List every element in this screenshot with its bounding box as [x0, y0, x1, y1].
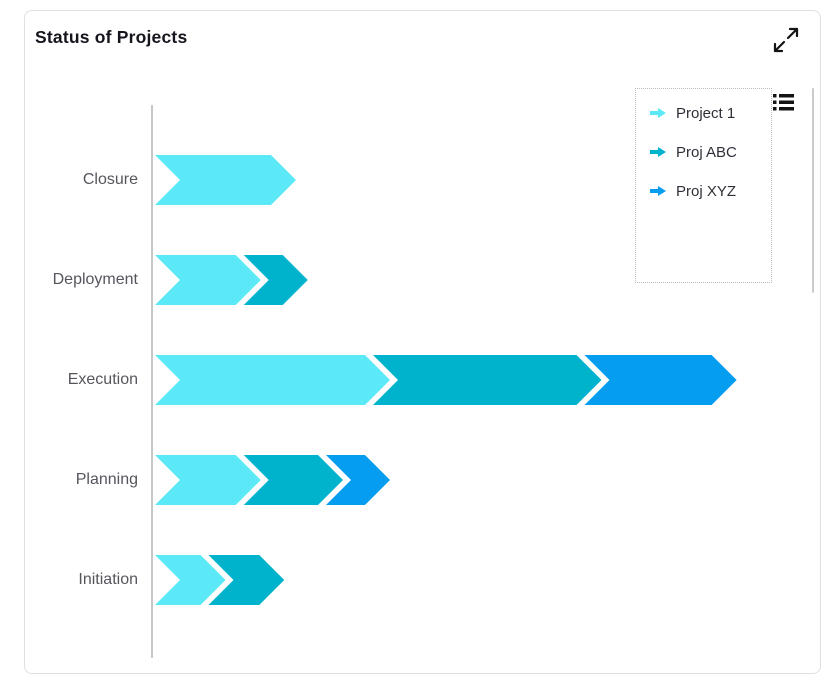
bar-segment[interactable] [208, 555, 285, 605]
bar-segment[interactable] [155, 255, 261, 305]
arrow-right-icon [650, 147, 666, 157]
legend-item[interactable]: Project 1 [650, 102, 771, 126]
list-icon[interactable] [773, 93, 795, 113]
category-label: Closure [82, 171, 138, 188]
legend-item-label: Proj ABC [676, 144, 737, 161]
bar-segment[interactable] [155, 555, 226, 605]
bar-segment[interactable] [584, 355, 737, 405]
bar-segment[interactable] [155, 355, 390, 405]
arrow-right-icon [650, 186, 666, 196]
bar-segment[interactable] [155, 155, 296, 205]
scrollbar-thumb[interactable] [812, 88, 814, 293]
bar-segment[interactable] [243, 255, 308, 305]
bar-segment[interactable] [373, 355, 602, 405]
legend-item-label: Proj XYZ [676, 183, 737, 200]
expand-icon[interactable] [770, 24, 802, 56]
bar-segment[interactable] [155, 455, 261, 505]
category-label: Planning [75, 471, 138, 488]
category-label: Deployment [52, 271, 138, 288]
legend-item[interactable]: Proj ABC [650, 141, 771, 165]
legend: Project 1 Proj ABC Proj XYZ [635, 88, 772, 283]
bar-segment[interactable] [243, 455, 343, 505]
chart-title: Status of Projects [35, 27, 188, 47]
bar-segment[interactable] [326, 455, 390, 505]
arrow-right-icon [650, 108, 666, 118]
category-label: Execution [67, 371, 138, 388]
category-label: Initiation [78, 571, 138, 588]
legend-item[interactable]: Proj XYZ [650, 180, 771, 204]
legend-item-label: Project 1 [676, 105, 736, 122]
